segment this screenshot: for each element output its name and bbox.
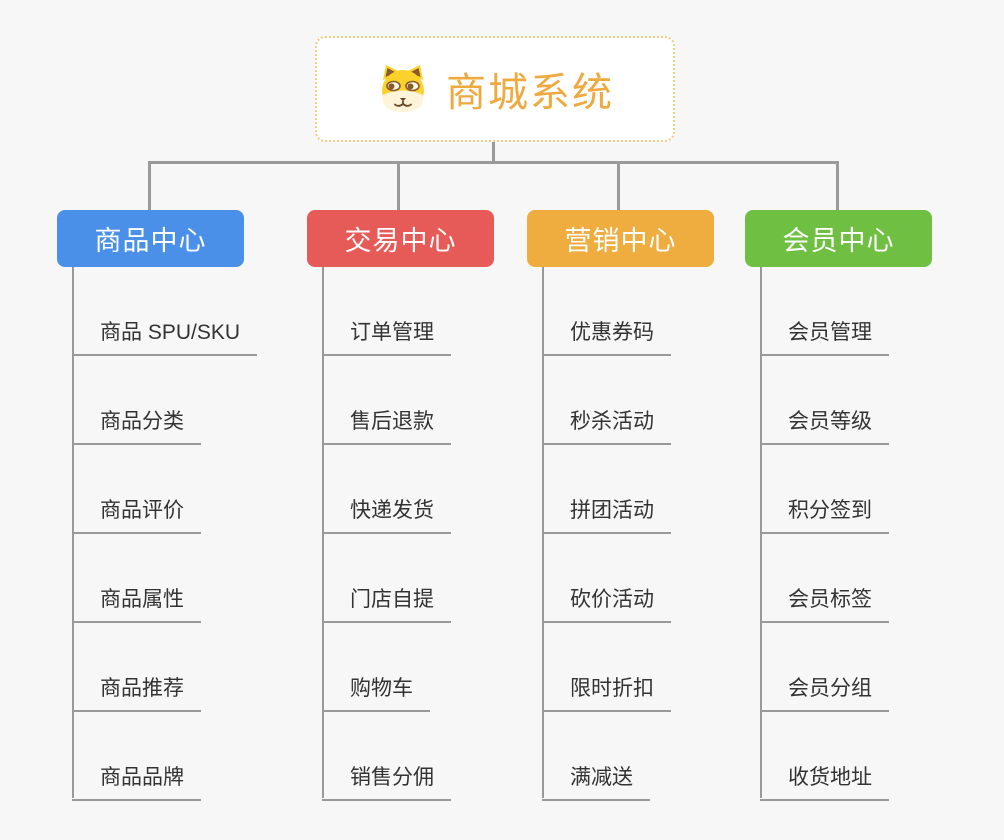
branch-header-product-center[interactable]: 商品中心 — [57, 210, 244, 267]
node-item[interactable]: 秒杀活动 — [542, 405, 671, 445]
node-item[interactable]: 商品属性 — [72, 583, 201, 623]
node-item[interactable]: 收货地址 — [760, 761, 889, 801]
node-item[interactable]: 会员标签 — [760, 583, 889, 623]
branch-header-member-center[interactable]: 会员中心 — [745, 210, 932, 267]
branch-trunk-line — [322, 267, 324, 798]
branch-drop-line — [617, 161, 620, 211]
node-item[interactable]: 购物车 — [322, 672, 430, 712]
node-item[interactable]: 限时折扣 — [542, 672, 671, 712]
node-item[interactable]: 订单管理 — [322, 316, 451, 356]
root-title: 商城系统 — [446, 71, 614, 115]
root-connector-line — [492, 141, 495, 163]
node-item[interactable]: 优惠券码 — [542, 316, 671, 356]
branch-header-marketing-center[interactable]: 营销中心 — [527, 210, 714, 267]
branch-trunk-line — [72, 267, 74, 798]
branch-marketing-center: 营销中心 优惠券码 秒杀活动 拼团活动 砍价活动 限时折扣 满减送 — [527, 210, 777, 801]
branch-drop-line — [836, 161, 839, 211]
branch-drop-line — [148, 161, 151, 211]
branch-member-center: 会员中心 会员管理 会员等级 积分签到 会员标签 会员分组 收货地址 — [745, 210, 995, 801]
branch-drop-line — [397, 161, 400, 211]
node-item[interactable]: 会员等级 — [760, 405, 889, 445]
node-item[interactable]: 会员分组 — [760, 672, 889, 712]
branch-connector-bar — [148, 161, 839, 164]
node-item[interactable]: 售后退款 — [322, 405, 451, 445]
root-node[interactable]: 商城系统 — [315, 36, 675, 142]
branch-trunk-line — [760, 267, 762, 798]
node-item[interactable]: 积分签到 — [760, 494, 889, 534]
branch-trunk-line — [542, 267, 544, 798]
node-item[interactable]: 商品分类 — [72, 405, 201, 445]
branch-product-center: 商品中心 商品 SPU/SKU 商品分类 商品评价 商品属性 商品推荐 商品品牌 — [57, 210, 307, 801]
node-item[interactable]: 满减送 — [542, 761, 650, 801]
shiba-dog-icon — [376, 64, 430, 114]
node-item[interactable]: 砍价活动 — [542, 583, 671, 623]
node-item[interactable]: 商品品牌 — [72, 761, 201, 801]
node-item[interactable]: 拼团活动 — [542, 494, 671, 534]
node-item[interactable]: 商品评价 — [72, 494, 201, 534]
node-item[interactable]: 会员管理 — [760, 316, 889, 356]
node-item[interactable]: 商品 SPU/SKU — [72, 316, 258, 356]
branch-trade-center: 交易中心 订单管理 售后退款 快递发货 门店自提 购物车 销售分佣 — [307, 210, 557, 801]
node-item[interactable]: 销售分佣 — [322, 761, 451, 801]
node-item[interactable]: 快递发货 — [322, 494, 451, 534]
node-item[interactable]: 商品推荐 — [72, 672, 201, 712]
node-item[interactable]: 门店自提 — [322, 583, 451, 623]
branch-header-trade-center[interactable]: 交易中心 — [307, 210, 494, 267]
